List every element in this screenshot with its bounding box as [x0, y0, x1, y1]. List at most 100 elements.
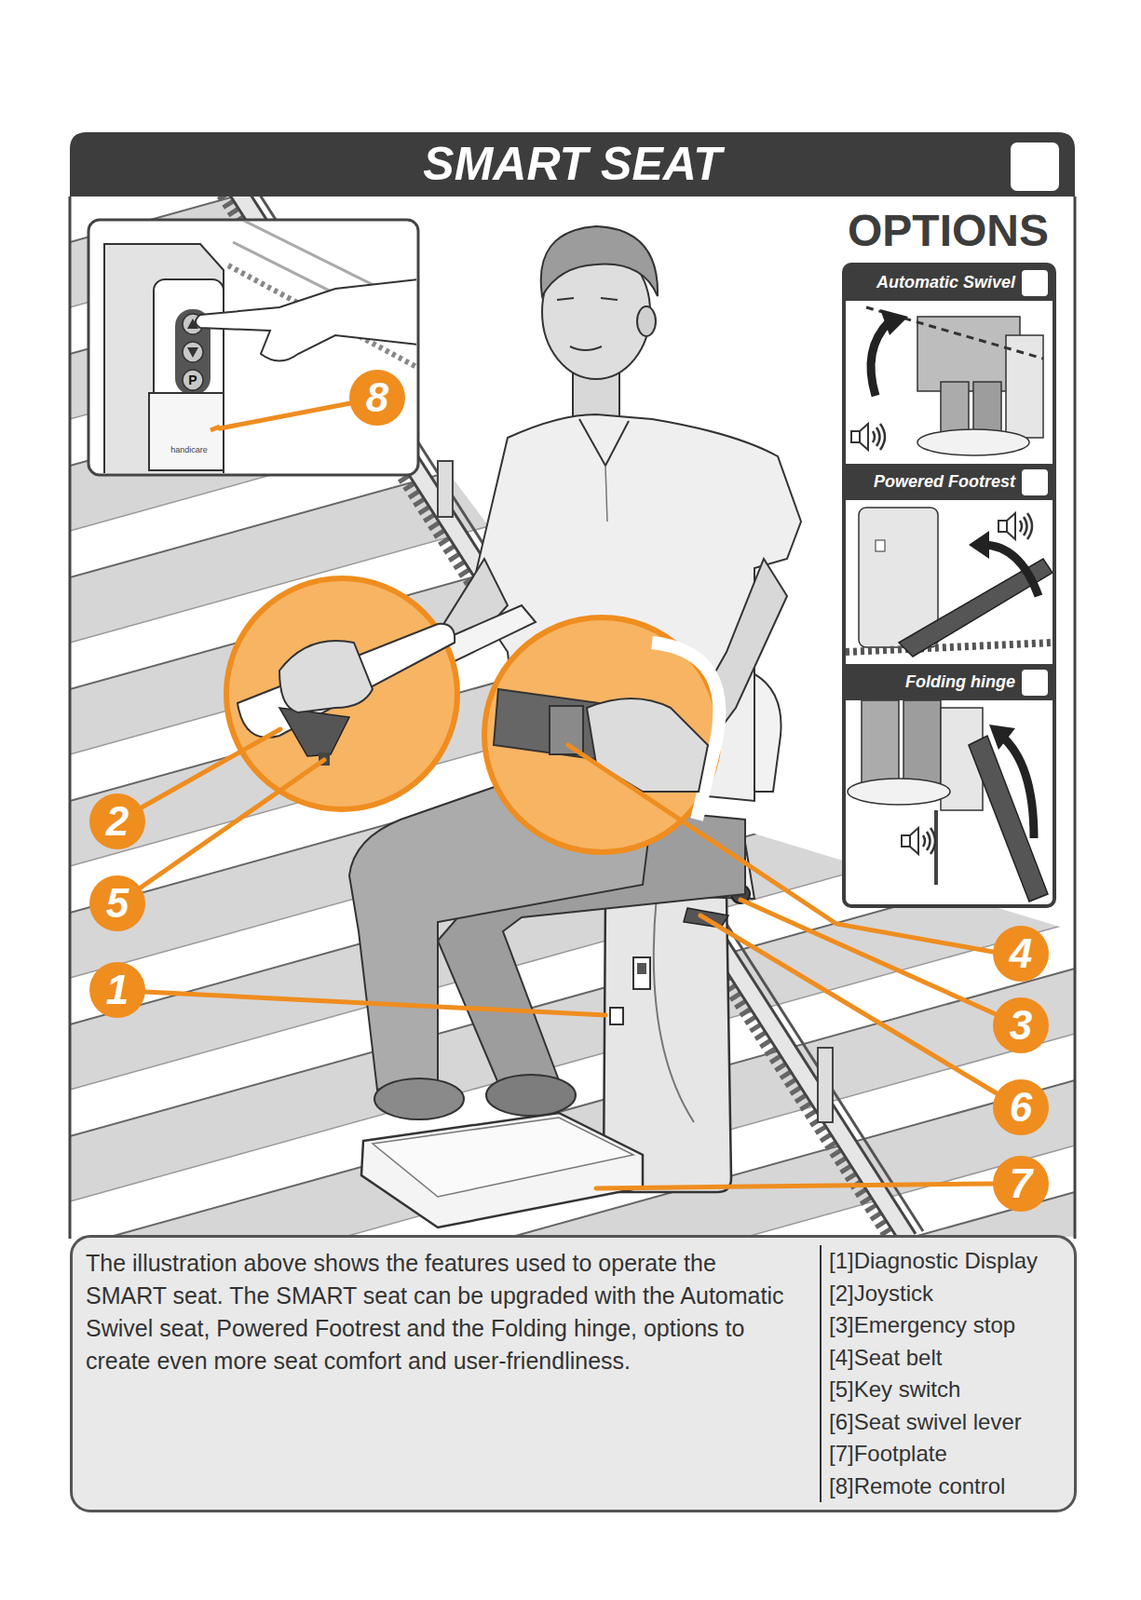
option-band: Folding hinge	[845, 664, 1053, 701]
seated-person	[556, 298, 618, 351]
seated-person	[579, 419, 629, 466]
column-divider	[819, 1245, 822, 1503]
frame-border	[69, 196, 1075, 1239]
option-checkbox	[1021, 669, 1048, 696]
stairlift-chair	[653, 896, 694, 1123]
brand-name: handicare	[170, 445, 208, 455]
remote-control-inset	[104, 244, 224, 474]
header-band	[1010, 142, 1060, 191]
leader-line	[141, 729, 281, 808]
stair-steps	[69, 968, 1075, 1237]
stair-rail	[817, 1047, 833, 1123]
key-entry: [4]Seat belt	[828, 1342, 1038, 1375]
swivel-option-picture	[973, 381, 1002, 434]
folding-hinge-option-picture	[901, 828, 936, 855]
zoom-circle-seat-belt	[549, 706, 584, 755]
callout-digit: 2	[89, 793, 146, 850]
callout-number: 6	[992, 1079, 1049, 1136]
remote-control-inset	[88, 219, 419, 476]
description-box: The illustration above shows the feature…	[69, 1235, 1077, 1513]
folding-hinge-option-picture	[1001, 735, 1034, 839]
zoom-circle-joystick	[279, 640, 373, 713]
swivel-option-picture	[940, 381, 969, 434]
key-entry: [2]Joystick	[828, 1277, 1038, 1311]
options-panel-art	[842, 262, 1057, 909]
description-column: The illustration above shows the feature…	[72, 1245, 816, 1380]
option-checkbox	[1021, 469, 1048, 496]
callout-number: 5	[89, 875, 146, 932]
callout-digit: 7	[992, 1155, 1049, 1212]
seated-person	[637, 306, 656, 337]
footrest-option-picture	[968, 530, 990, 559]
staircase-scene	[69, 196, 1075, 1237]
remote-control-inset	[149, 393, 224, 471]
brand-name: handicare	[158, 439, 220, 453]
callout-number: 4	[992, 925, 1049, 982]
leader-line	[700, 915, 997, 1094]
callout-number: 8	[349, 369, 406, 426]
footplate	[361, 1113, 643, 1228]
callout-digit: 8	[349, 369, 406, 426]
footrest-option-picture	[875, 540, 885, 552]
remote-control-inset	[104, 221, 417, 474]
seated-person	[541, 226, 658, 297]
footrest-option-picture	[845, 642, 1053, 652]
swivel-option-picture	[851, 307, 1044, 456]
folding-hinge-option-picture	[968, 735, 1048, 902]
footrest-option-picture	[845, 507, 1053, 657]
leader-line	[740, 899, 996, 1015]
callout-digit: 3	[992, 997, 1049, 1054]
leader-line	[140, 729, 997, 1189]
swivel-option-picture	[866, 307, 1044, 359]
key-entry: [7]Footplate	[828, 1438, 1038, 1471]
remote-control-inset	[219, 403, 351, 429]
remote-control-inset	[182, 369, 204, 391]
swivel-option-picture	[851, 423, 885, 450]
zoom-circle-joystick	[226, 578, 458, 810]
footplate	[361, 1113, 643, 1228]
option-name: Folding hinge	[905, 672, 1016, 693]
option-name: Automatic Swivel	[876, 272, 1016, 293]
option-band: Powered Footrest	[845, 463, 1053, 501]
leader-line	[140, 760, 325, 888]
option-band: Automatic Swivel	[845, 264, 1053, 301]
stair-steps	[69, 196, 1075, 1237]
callout-number: 3	[992, 997, 1049, 1054]
key-entry: [5]Key switch	[828, 1373, 1038, 1407]
zoom-circle-joystick	[226, 578, 458, 810]
stairlift-chair	[637, 963, 647, 975]
seated-person	[374, 1078, 464, 1120]
panel-border	[842, 262, 1057, 909]
remote-control-inset	[182, 341, 204, 363]
zoom-circle-seat-belt	[484, 617, 720, 853]
key-entry: [6]Seat swivel lever	[828, 1406, 1038, 1440]
key-entry: [3]Emergency stop	[828, 1309, 1038, 1343]
description-text: The illustration above shows the feature…	[85, 1247, 803, 1378]
footrest-option-picture	[982, 544, 1039, 597]
callout-digit: 4	[992, 925, 1049, 982]
swivel-option-picture	[1005, 335, 1044, 438]
swivel-option-picture	[917, 429, 1030, 456]
remote-control-inset	[88, 219, 419, 476]
callout-number: 1	[89, 962, 146, 1019]
callout-digit: 5	[89, 875, 146, 932]
swivel-option-picture	[880, 309, 909, 336]
button-letter: P	[183, 370, 203, 390]
folding-hinge-option-picture	[861, 700, 899, 785]
seated-person	[605, 465, 608, 522]
callout-digit: 1	[89, 962, 146, 1019]
option-checkbox	[1021, 270, 1048, 297]
swivel-option-picture	[870, 321, 890, 396]
header-band	[69, 132, 1075, 197]
callout-number: 2	[89, 793, 146, 850]
button-letter: P	[188, 372, 197, 388]
key-list: [1]Diagnostic Display[2]Joystick[3]Emerg…	[828, 1245, 1038, 1503]
callout-digit: 6	[992, 1079, 1049, 1136]
stairlift-chair	[633, 957, 651, 990]
folding-hinge-option-picture	[903, 700, 941, 785]
options-panel-art	[842, 262, 1057, 909]
folding-hinge-option-picture	[847, 778, 951, 805]
callout-number: 7	[992, 1155, 1049, 1212]
options-panel: OPTIONSAutomatic SwivelPowered FootrestF…	[836, 203, 1060, 911]
